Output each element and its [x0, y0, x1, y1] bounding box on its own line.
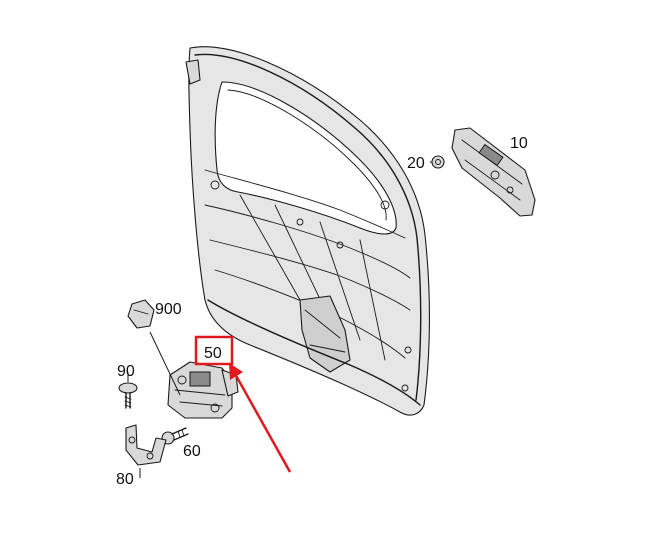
highlight-annotation: [194, 335, 292, 473]
callout-10: 10: [510, 135, 528, 152]
arrow-head: [229, 363, 243, 380]
bolt-60-part: [161, 427, 189, 445]
callout-60: 60: [183, 443, 201, 460]
highlight-box: [194, 335, 234, 366]
nut-part: [431, 155, 445, 169]
highlight-arrow: [232, 371, 292, 473]
callout-50: 50: [204, 345, 222, 362]
clip-part: [127, 299, 155, 329]
callout-80: 80: [116, 471, 134, 488]
handle-part: [451, 127, 536, 217]
tailgate-panel: [185, 46, 430, 416]
callout-90: 90: [117, 363, 135, 380]
callout-900: 900: [155, 301, 182, 318]
lock-part: [167, 361, 239, 419]
leader-lines: [127, 161, 432, 478]
striker-80-part: [125, 424, 167, 466]
screw-90-part: [118, 382, 138, 409]
callout-20: 20: [407, 155, 425, 172]
